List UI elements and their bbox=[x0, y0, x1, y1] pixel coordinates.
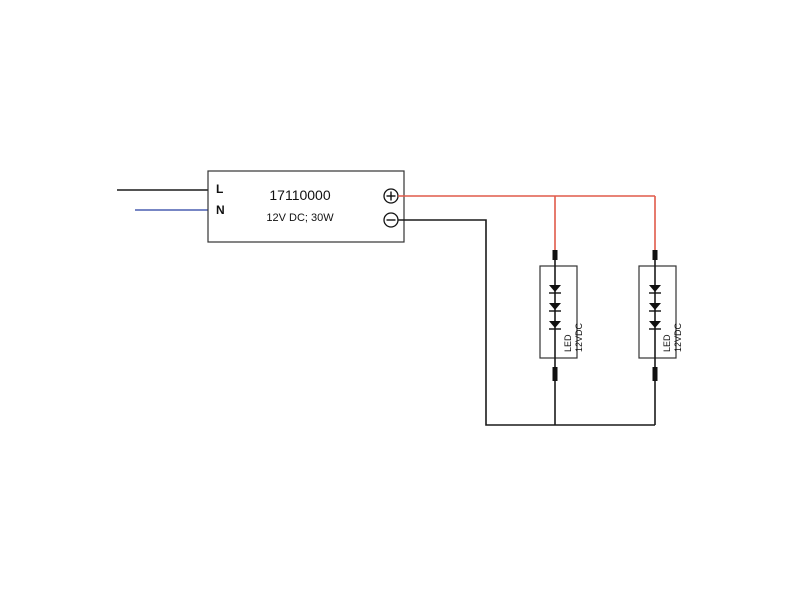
diode-icon bbox=[649, 321, 661, 330]
driver-body bbox=[207, 170, 405, 243]
connector-bottom-icon bbox=[552, 367, 558, 381]
led-label: LED bbox=[563, 334, 573, 352]
led-driver: L N 17110000 12V DC; 30W bbox=[207, 170, 405, 243]
connector-bottom-icon bbox=[652, 367, 658, 381]
led-label: LED bbox=[662, 334, 672, 352]
led-module-body bbox=[539, 265, 578, 359]
driver-rating: 12V DC; 30W bbox=[266, 212, 334, 224]
led-module-1: LED 12VDC bbox=[539, 250, 584, 385]
diode-icon bbox=[549, 285, 561, 294]
negative-return-wire bbox=[398, 219, 655, 426]
led-voltage-label: 12VDC bbox=[574, 322, 584, 352]
negative-terminal-icon bbox=[383, 212, 399, 228]
terminal-label-l: L bbox=[216, 182, 223, 196]
diode-icon bbox=[549, 321, 561, 330]
terminal-label-n: N bbox=[216, 203, 225, 217]
connector-top-icon bbox=[652, 250, 658, 260]
positive-terminal-icon bbox=[383, 188, 399, 204]
connector-top-icon bbox=[552, 250, 558, 260]
led-voltage-label: 12VDC bbox=[673, 322, 683, 352]
driver-model-number: 17110000 bbox=[269, 187, 330, 203]
diode-icon bbox=[649, 285, 661, 294]
diode-icon bbox=[549, 303, 561, 312]
diode-icon bbox=[649, 303, 661, 312]
led-module-body bbox=[638, 265, 677, 359]
led-module-2: LED 12VDC bbox=[638, 250, 683, 385]
